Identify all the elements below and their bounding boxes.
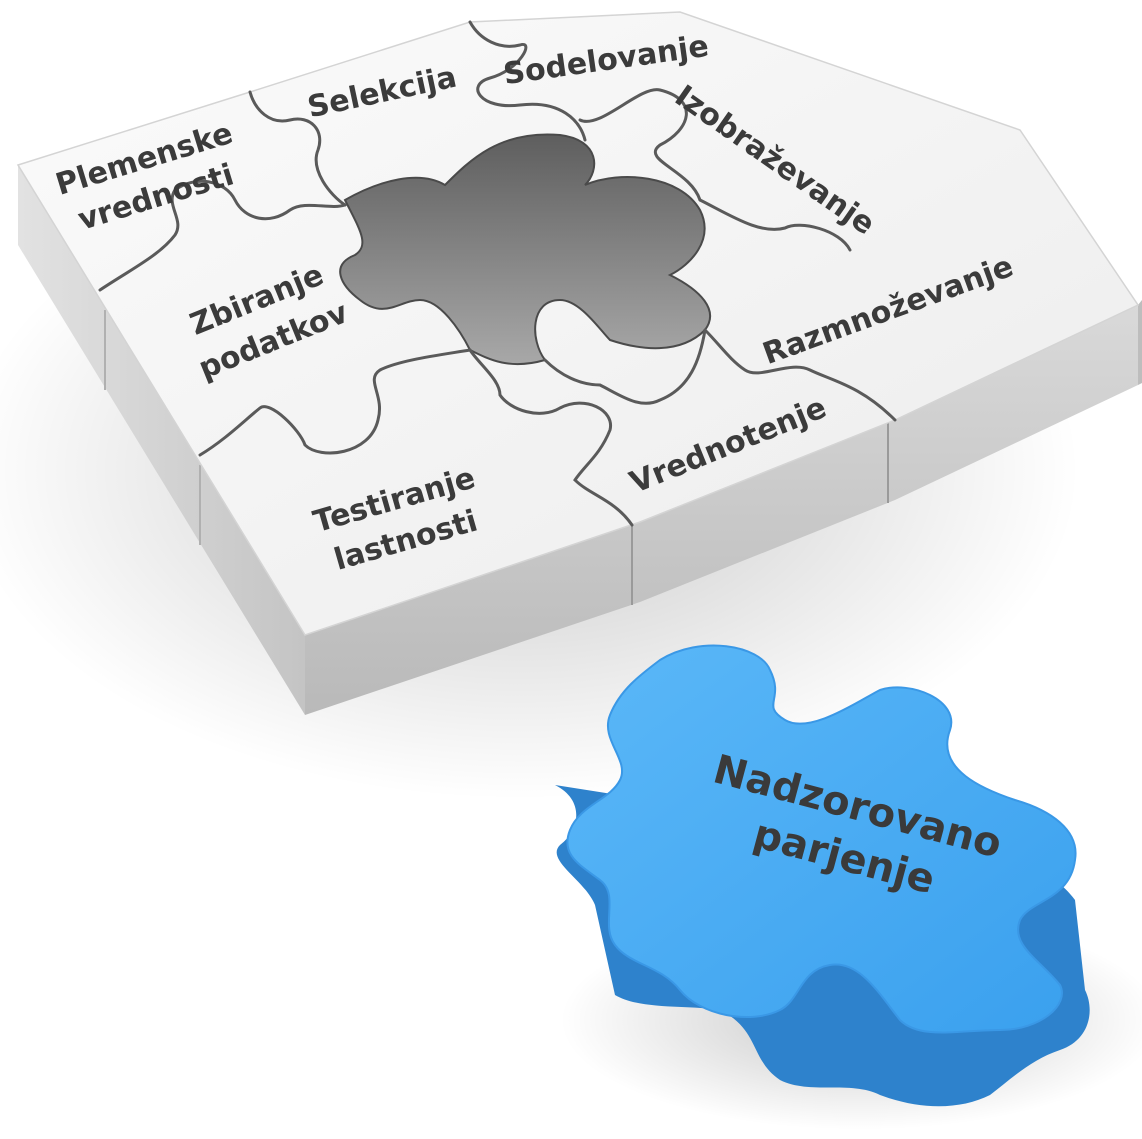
- board-top-face: [16, 11, 1140, 636]
- missing-piece-face: [566, 644, 1077, 1034]
- cut-lines: [98, 20, 897, 527]
- puzzle-board: [16, 11, 1142, 715]
- board-front-side: [305, 305, 1138, 715]
- board-right-end: [1138, 300, 1142, 385]
- board-left-side: [18, 165, 305, 715]
- missing-piece: Nadzorovanoparjenje: [555, 644, 1090, 1107]
- missing-piece-hole: [339, 133, 711, 366]
